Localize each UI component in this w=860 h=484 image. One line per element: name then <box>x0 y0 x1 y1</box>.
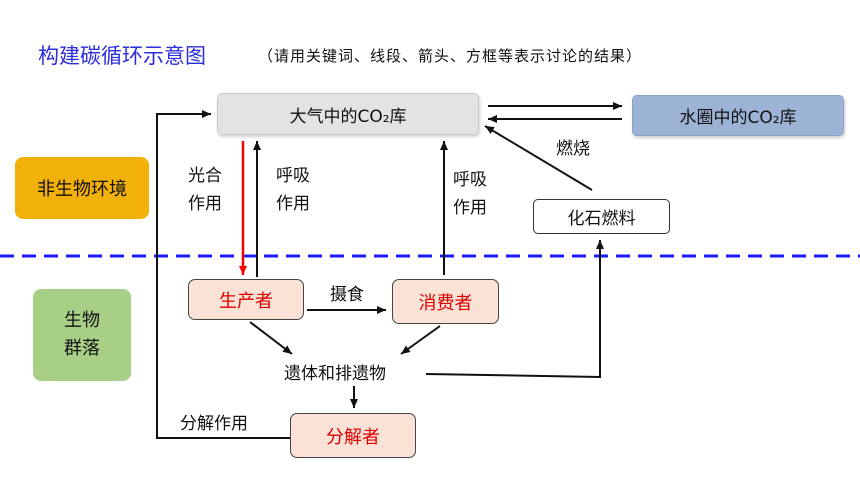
remains-label: 遗体和排遗物 <box>284 364 386 384</box>
decomposition-arrow <box>156 110 290 439</box>
hydrosphere-co2-box: 水圈中的CO₂库 <box>632 95 844 136</box>
producer-respiration-label-line1: 呼吸 <box>276 166 310 186</box>
page-subtitle: （请用关键词、线段、箭头、方框等表示讨论的结果） <box>258 47 643 65</box>
producer-box: 生产者 <box>188 279 304 320</box>
hydrosphere-co2-label: 水圈中的CO₂库 <box>679 108 797 128</box>
fossil-fuel-label: 化石燃料 <box>567 209 636 229</box>
abiotic-environment-label: 非生物环境 <box>37 179 127 200</box>
consumer-respiration-label: 呼吸 作用 <box>450 166 490 222</box>
decomposer-box: 分解者 <box>290 413 416 458</box>
remains-to-fossil-arrow <box>425 240 604 379</box>
page-title: 构建碳循环示意图 <box>38 44 206 68</box>
consumer-box: 消费者 <box>392 279 499 324</box>
photosynthesis-label-line1: 光合 <box>188 166 222 186</box>
consumer-to-remains-arrow <box>400 325 441 355</box>
decomposer-label: 分解者 <box>326 426 380 448</box>
combustion-label: 燃烧 <box>556 139 590 159</box>
ingestion-label: 摄食 <box>330 285 364 305</box>
biotic-community-tag: 生物 群落 <box>33 289 131 381</box>
consumer-respiration-label-line2: 作用 <box>453 198 487 218</box>
atmosphere-co2-label: 大气中的CO₂库 <box>289 106 407 127</box>
photosynthesis-label-line2: 作用 <box>188 194 222 214</box>
atmosphere-co2-box: 大气中的CO₂库 <box>217 93 479 135</box>
abiotic-environment-tag: 非生物环境 <box>15 157 149 219</box>
decomposition-label: 分解作用 <box>180 414 248 434</box>
producer-label: 生产者 <box>219 290 273 312</box>
biotic-community-label-line1: 生物 <box>64 310 100 331</box>
producer-respiration-label-line2: 作用 <box>276 194 310 214</box>
biotic-community-label-line2: 群落 <box>64 338 100 359</box>
fossil-fuel-box: 化石燃料 <box>533 199 670 234</box>
producer-respiration-label: 呼吸 作用 <box>273 162 313 218</box>
consumer-label: 消费者 <box>418 292 473 314</box>
photosynthesis-label: 光合 作用 <box>185 162 225 218</box>
combustion-arrow <box>484 125 593 191</box>
consumer-respiration-label-line1: 呼吸 <box>453 170 487 190</box>
producer-to-remains-arrow <box>249 321 293 355</box>
